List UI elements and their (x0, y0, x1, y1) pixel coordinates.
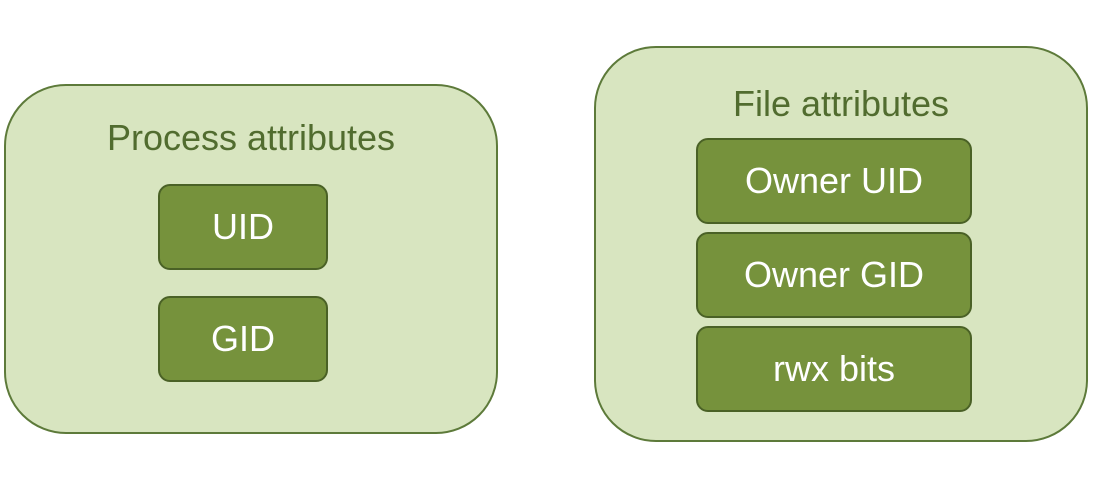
gid-box: GID (158, 296, 328, 382)
owner-gid-box: Owner GID (696, 232, 972, 318)
owner-uid-box: Owner UID (696, 138, 972, 224)
file-attributes-group: File attributes Owner UID Owner GID rwx … (594, 46, 1088, 442)
uid-box: UID (158, 184, 328, 270)
rwx-bits-box: rwx bits (696, 326, 972, 412)
process-attributes-group: Process attributes UID GID (4, 84, 498, 434)
file-attributes-title: File attributes (732, 83, 950, 124)
process-attributes-title: Process attributes (106, 117, 396, 158)
